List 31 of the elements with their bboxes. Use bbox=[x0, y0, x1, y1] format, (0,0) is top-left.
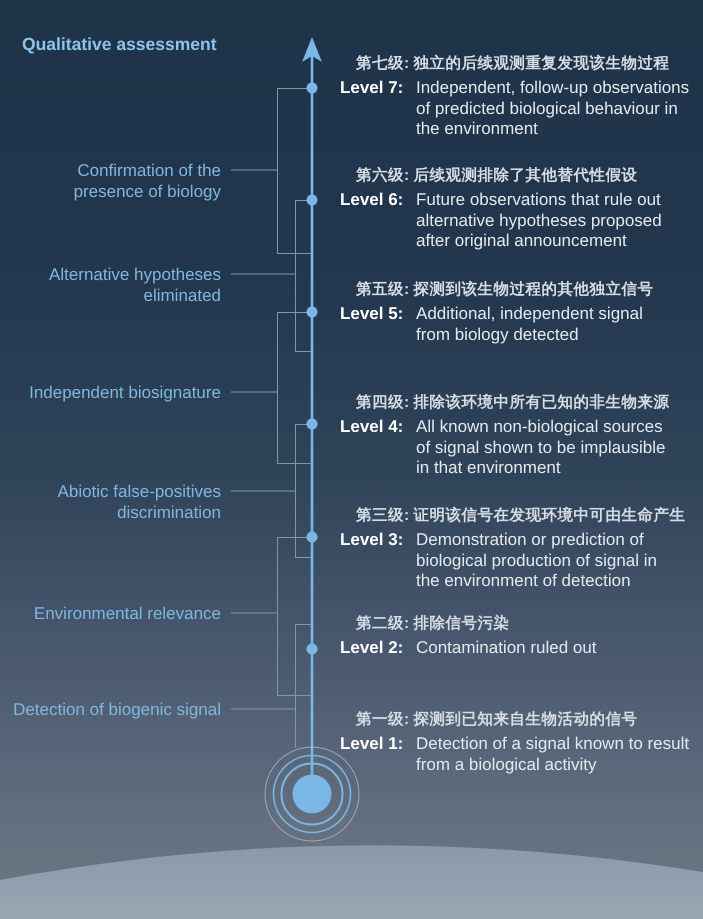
level-heading: 第五级: 探测到该生物过程的其他独立信号 bbox=[356, 280, 654, 300]
stage-label: Alternative hypotheses eliminated bbox=[0, 264, 231, 306]
level-number: Level 6: bbox=[340, 190, 404, 210]
level-number: Level 2: bbox=[340, 638, 404, 658]
level-heading: 第一级: 探测到已知来自生物活动的信号 bbox=[356, 710, 638, 730]
leader-line bbox=[230, 708, 296, 710]
level-description: Contamination ruled out bbox=[416, 638, 598, 658]
level-heading: 第六级: 后续观测排除了其他替代性假设 bbox=[356, 166, 638, 186]
level-number: Level 7: bbox=[340, 78, 404, 98]
level-heading: 第二级: 排除信号污染 bbox=[356, 614, 510, 634]
level-heading: 第三级: 证明该信号在发现环境中可由生命产生 bbox=[356, 506, 686, 526]
stage-label: Independent biosignature bbox=[0, 382, 231, 402]
level-number: Level 1: bbox=[340, 734, 404, 754]
leader-line bbox=[230, 490, 296, 492]
level-heading: 第四级: 排除该环境中所有已知的非生物来源 bbox=[356, 392, 670, 413]
level-description: Additional, independent signal from biology detected bbox=[416, 304, 644, 345]
leader-line bbox=[230, 612, 278, 614]
level-description: All known non-biological sources of signal shown to be implausible in that environment bbox=[416, 417, 666, 478]
level-description: Demonstration or prediction of biological production of signal in the environment of detection bbox=[416, 530, 658, 592]
level-heading: 第七级: 独立的后续观测重复发现该生物过程 bbox=[356, 54, 670, 74]
stage-label: Confirmation of the presence of biology bbox=[51, 160, 231, 202]
stage-label: Abiotic false-positives discrimination bbox=[0, 480, 231, 522]
level-number: Level 5: bbox=[340, 304, 404, 324]
stage-label: Detection of biogenic signal bbox=[0, 698, 231, 720]
level-number: Level 4: bbox=[340, 417, 404, 438]
level-description: Independent, follow-up observations of predicted biological behaviour in the environment bbox=[416, 78, 690, 140]
level-description: Future observations that rule out alternative hypotheses proposed after original announcement bbox=[416, 190, 663, 252]
diagram-title: Qualitative assessment bbox=[22, 33, 217, 56]
stage-label: Environmental relevance bbox=[0, 602, 231, 624]
level-description: Detection of a signal known to result from a biological activity bbox=[416, 734, 690, 775]
level-number: Level 3: bbox=[340, 530, 404, 550]
